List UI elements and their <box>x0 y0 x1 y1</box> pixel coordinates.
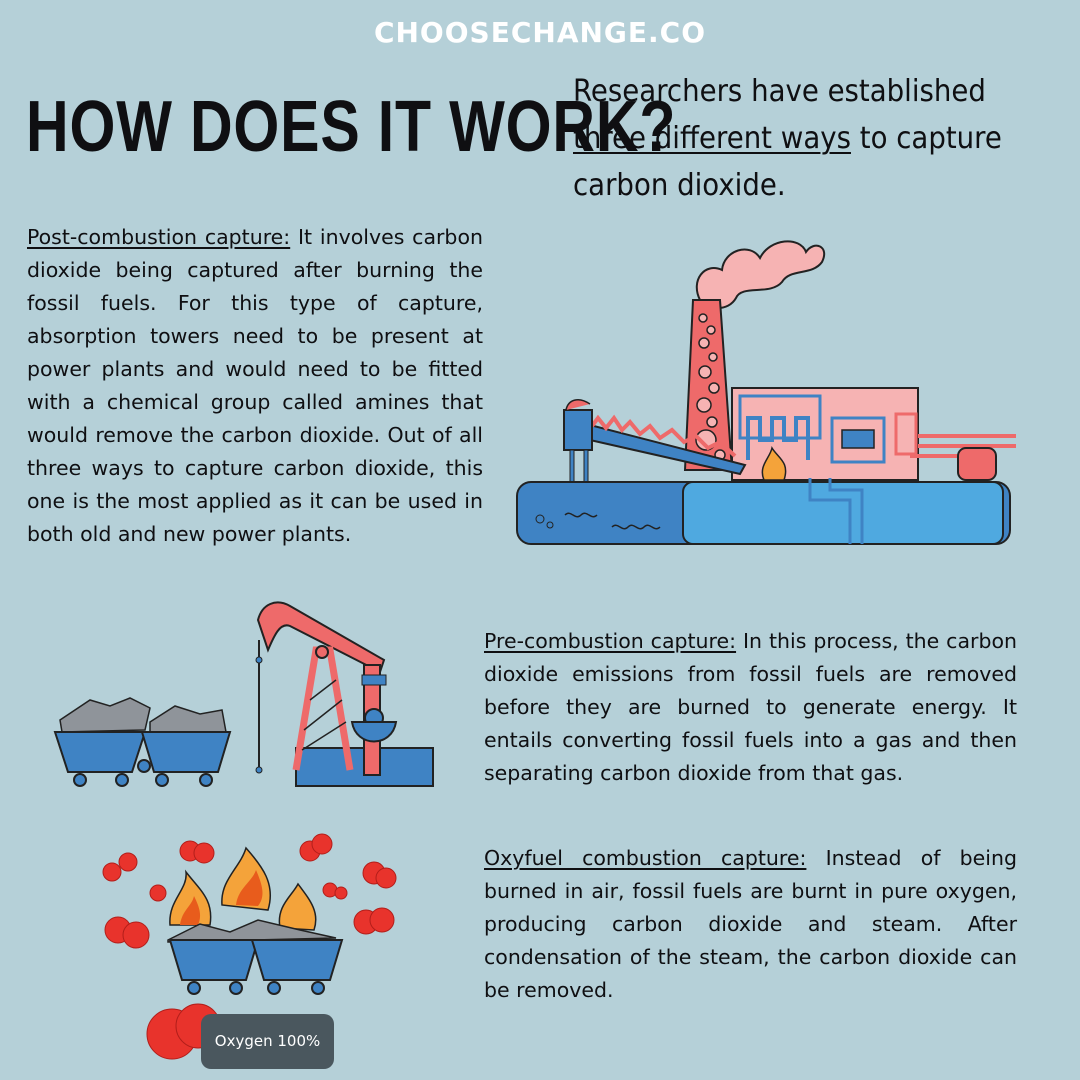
intro-text: Researchers have established three diffe… <box>573 68 1005 209</box>
brand-site-name: CHOOSECHANGE.CO <box>373 16 707 49</box>
intro-text-after: to capture carbon dioxide. <box>573 121 1002 203</box>
oxyfuel-section: Oxyfuel combustion capture: Instead of b… <box>484 842 1017 1007</box>
post-combustion-label: Post-combustion capture: <box>27 225 291 249</box>
post-combustion-section: Post-combustion capture: It involves car… <box>27 221 483 551</box>
oxyfuel-body: Instead of being burned in air, fossil f… <box>484 846 1017 1002</box>
oxygen-badge: Oxygen 100% <box>201 1014 334 1069</box>
post-combustion-body: It involves carbon dioxide being capture… <box>27 225 483 546</box>
intro-text-before: Researchers have established <box>573 74 986 109</box>
pre-combustion-section: Pre-combustion capture: In this process,… <box>484 625 1017 790</box>
oxyfuel-label: Oxyfuel combustion capture: <box>484 846 807 870</box>
flame-icon <box>169 846 317 931</box>
pre-combustion-label: Pre-combustion capture: <box>484 629 737 653</box>
page-title: HOW DOES IT WORK? <box>26 87 677 167</box>
pre-combustion-body: In this process, the carbon dioxide emis… <box>484 629 1017 785</box>
intro-highlight: three different ways <box>573 121 851 156</box>
